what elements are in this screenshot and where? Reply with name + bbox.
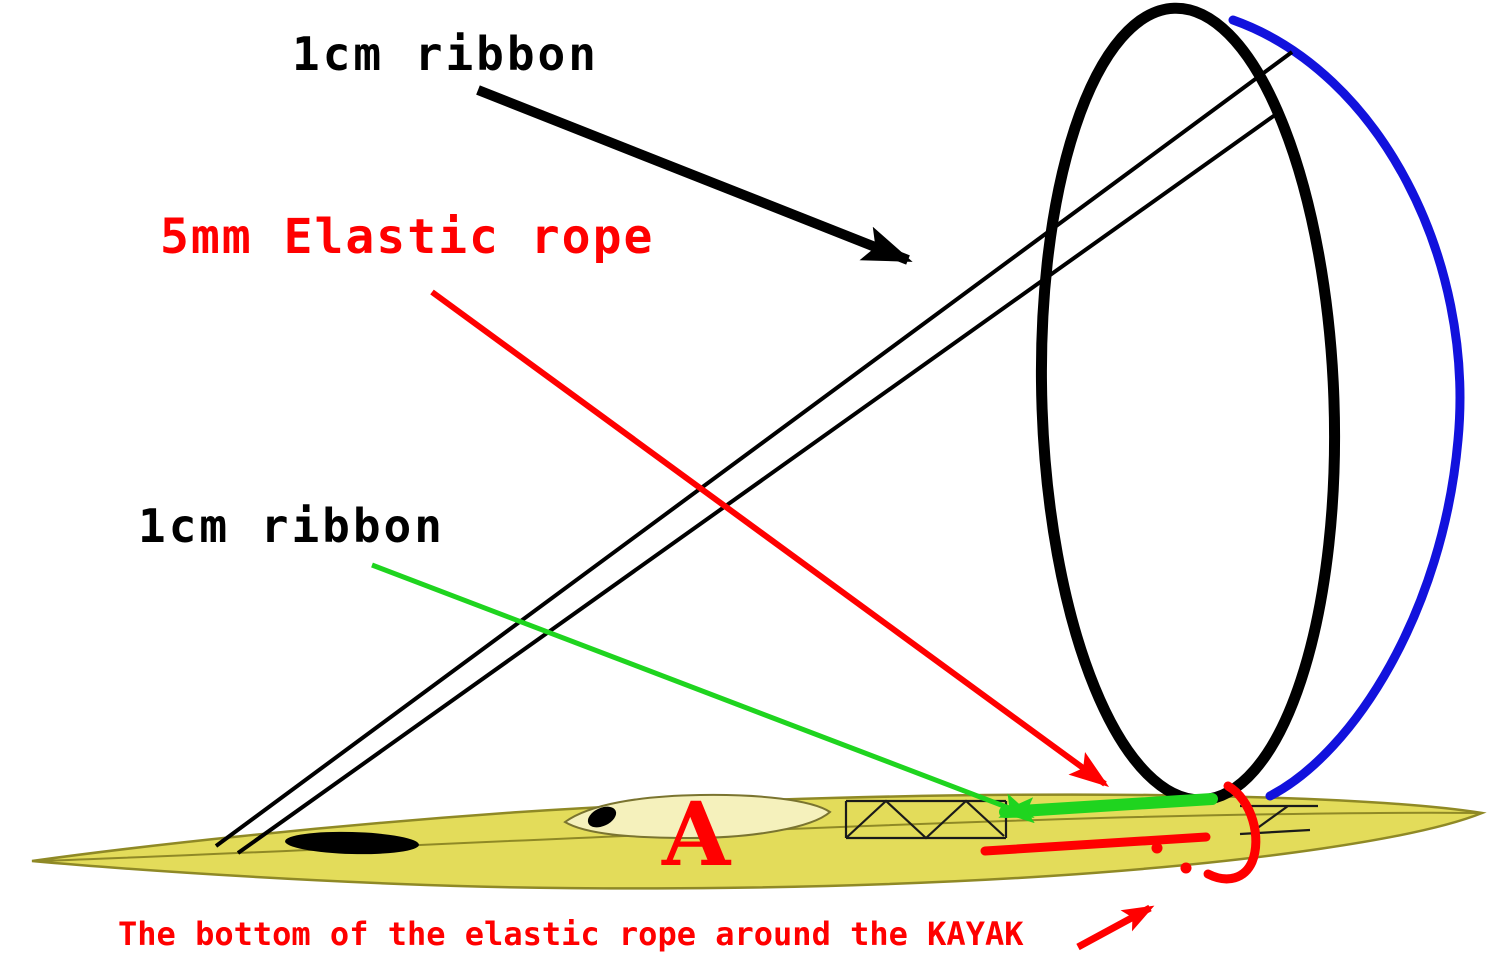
cockpit-opening	[285, 831, 419, 855]
ribbon-top-arrow	[476, 85, 913, 265]
red-rope-on-coaming	[980, 832, 1211, 856]
deck-fitting	[587, 806, 617, 828]
label-point-a: A	[662, 782, 731, 886]
hoop-blue-arc	[1228, 15, 1465, 801]
red-rope-hook	[1203, 781, 1261, 884]
label-elastic-rope: 5mm Elastic rope	[160, 209, 655, 265]
ribbon-lower-pointer	[371, 562, 1035, 819]
green-ribbon-on-coaming	[999, 793, 1218, 824]
kayak-coaming-highlight	[563, 793, 832, 840]
label-ribbon-lower: 1cm ribbon	[138, 499, 445, 553]
elastic-rope-arrow	[430, 289, 1110, 787]
red-rope-dot-2	[1180, 862, 1192, 874]
label-ribbon-top: 1cm ribbon	[292, 27, 599, 81]
ribbon-line-lower	[236, 108, 1284, 855]
deck-truss	[844, 799, 1008, 840]
red-rope-dot-1	[1151, 842, 1163, 854]
kayak-seam-line	[39, 811, 1479, 862]
caption-arrow	[1076, 904, 1155, 951]
label-bottom-caption: The bottom of the elastic rope around th…	[118, 915, 1024, 953]
hoop-ring	[1035, 2, 1341, 806]
ribbon-line-upper	[214, 50, 1294, 848]
